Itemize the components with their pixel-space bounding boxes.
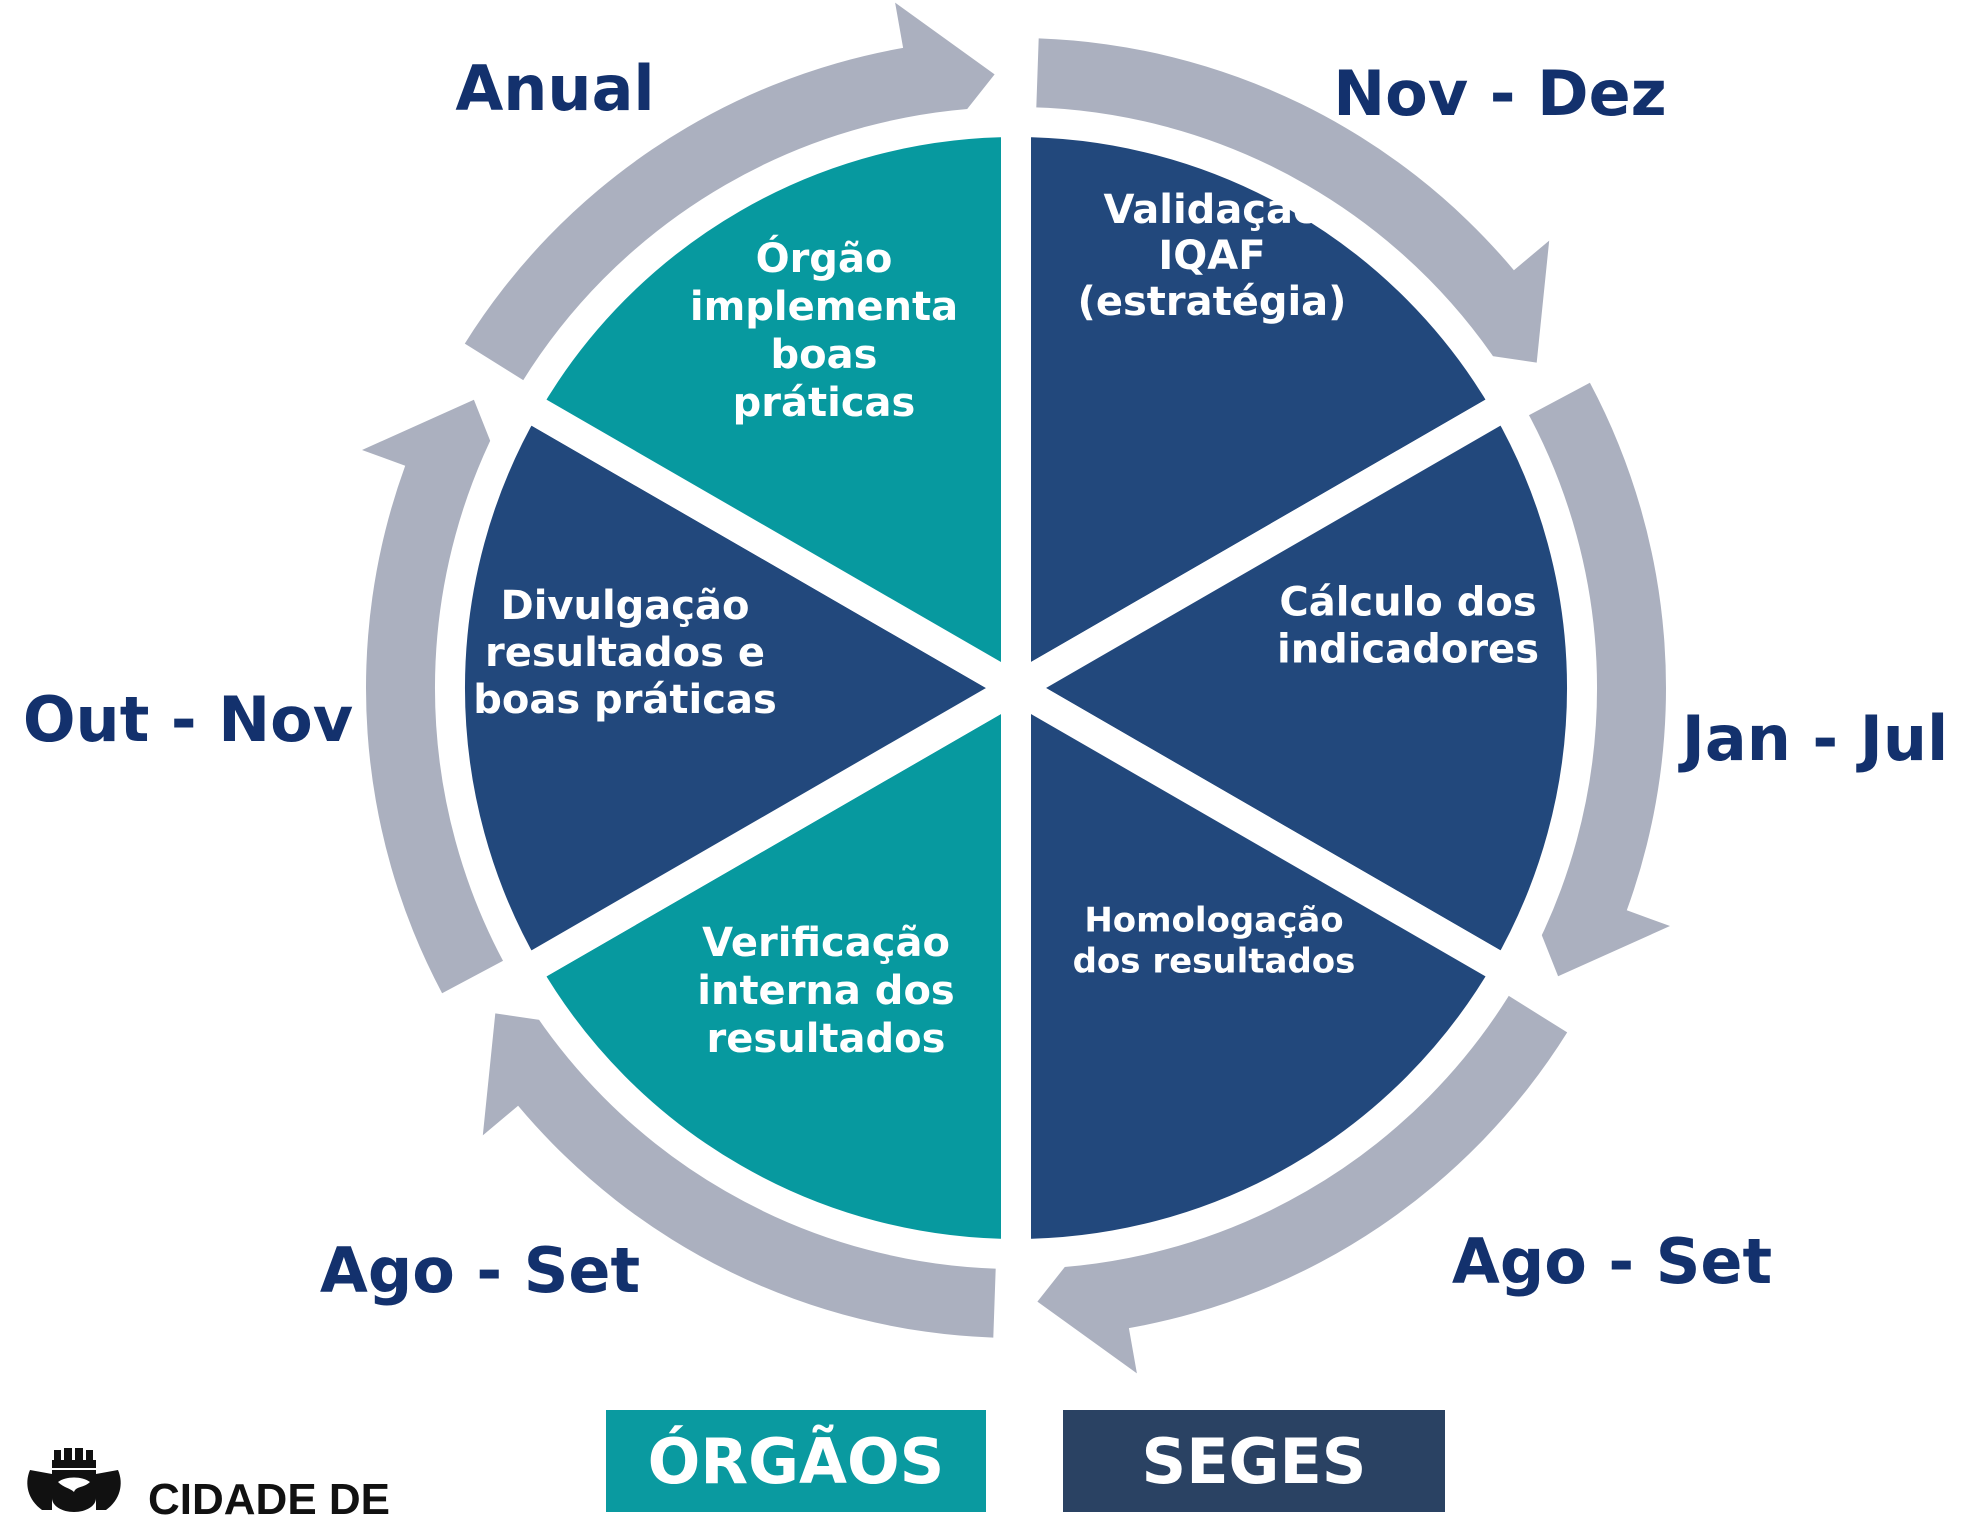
period-label-anual: Anual [455,52,654,125]
legend-seges: SEGES [1063,1410,1445,1512]
segment-label-line: Verificação [702,920,950,966]
cycle-segments [434,106,1598,1270]
period-label-out-nov: Out - Nov [23,683,353,756]
arrow-out-nov [362,399,517,994]
period-label-nov-dez: Nov - Dez [1333,57,1666,130]
segment-label-line: práticas [733,380,916,426]
segment-divulgacao [434,384,1047,992]
segment-label-line: Divulgação [501,583,750,629]
segment-label-line: boas [771,332,878,378]
segment-orgao-implementa [505,106,1031,714]
segment-label-line: Órgão [756,234,893,282]
segment-label-line: implementa [690,284,958,330]
city-name: CIDADE DE [148,1475,391,1524]
arrow-jan-jul [1515,382,1670,977]
period-label-ago-set-right: Ago - Set [1452,1225,1772,1298]
segment-homologacao [1001,662,1527,1270]
segment-label-line: resultados [707,1016,946,1062]
segment-label-line: (estratégia) [1078,279,1347,325]
legend-orgaos: ÓRGÃOS [606,1410,986,1512]
segment-label-line: interna dos [697,968,954,1014]
segment-label-line: boas práticas [473,677,777,723]
segment-calculo-indicadores [985,384,1598,992]
segment-validacao-iqaf [1001,106,1527,714]
segment-verificacao-interna [505,662,1031,1270]
arrow-ago-set-left [482,1013,996,1338]
segment-label-line: resultados e [485,630,765,676]
segment-label-line: Validação [1104,187,1321,233]
arrow-nov-dez [1036,38,1550,363]
segment-label-line: indicadores [1277,627,1539,673]
segment-label-line: dos resultados [1073,941,1356,981]
period-label-ago-set-left: Ago - Set [320,1234,640,1307]
segment-label-line: IQAF [1158,233,1265,279]
city-coat-of-arms-icon [27,1448,121,1512]
period-label-jan-jul: Jan - Jul [1678,702,1948,775]
segment-label-line: Cálculo dos [1279,580,1536,626]
segment-label-line: Homologação [1084,900,1343,940]
